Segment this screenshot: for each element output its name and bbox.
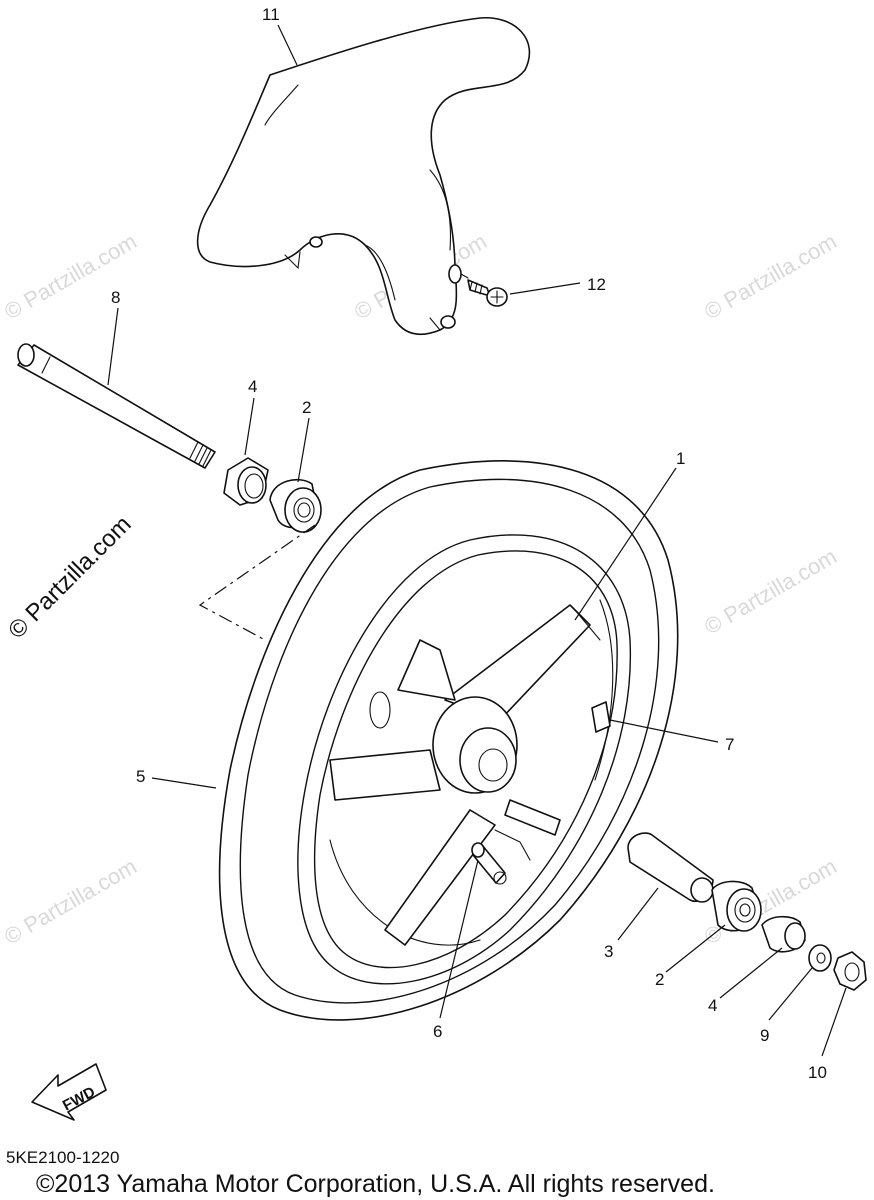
leader-lines xyxy=(107,24,847,1057)
watermark: © Partzilla.com xyxy=(0,854,141,950)
label-sticker xyxy=(591,701,611,733)
washer xyxy=(808,944,832,972)
axle-spacer xyxy=(627,832,714,903)
front-fender xyxy=(196,17,531,336)
callout-7: 7 xyxy=(725,735,734,754)
callout-2-left: 2 xyxy=(302,398,311,417)
tire-valve xyxy=(471,842,507,885)
callout-5: 5 xyxy=(136,767,145,786)
right-bearing xyxy=(711,880,762,932)
callout-12: 12 xyxy=(587,275,606,294)
watermark: © Partzilla.com xyxy=(700,229,841,325)
forward-arrow-icon: FWD xyxy=(31,1063,107,1121)
callout-10: 10 xyxy=(808,1063,827,1082)
watermark: © Partzilla.com xyxy=(700,544,841,640)
diagram-code: 5KE2100-1220 xyxy=(6,1148,119,1167)
fender-screw xyxy=(448,264,508,307)
callout-6: 6 xyxy=(433,1022,442,1041)
copyright-notice: ©2013 Yamaha Motor Corporation, U.S.A. A… xyxy=(36,1170,715,1198)
left-collar xyxy=(223,457,269,506)
watermark: © Partzilla.com xyxy=(0,229,141,325)
axle-nut xyxy=(833,951,867,991)
callout-4-left: 4 xyxy=(248,377,257,396)
callout-3: 3 xyxy=(604,942,613,961)
right-collar xyxy=(761,915,806,953)
axle xyxy=(17,343,216,469)
callout-2-right: 2 xyxy=(655,970,664,989)
callout-4-right: 4 xyxy=(708,996,717,1015)
callout-1: 1 xyxy=(676,449,685,468)
callout-8: 8 xyxy=(111,288,120,307)
callouts: 11 12 8 4 2 1 7 5 3 2 4 6 9 10 xyxy=(111,5,827,1082)
callout-9: 9 xyxy=(760,1026,769,1045)
partzilla-watermark: © Partzilla.com xyxy=(3,511,136,644)
callout-11: 11 xyxy=(262,5,280,24)
wheel-rim xyxy=(297,534,632,985)
left-bearing xyxy=(269,479,322,533)
